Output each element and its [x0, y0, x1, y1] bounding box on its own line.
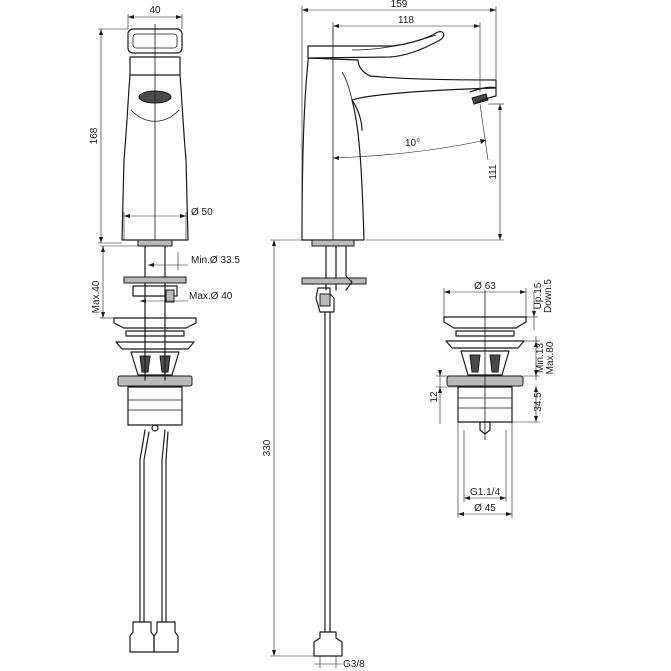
label-side-conn: G3/8	[343, 659, 365, 670]
dim-front-width-arrow-r	[176, 15, 182, 19]
front-hose-nut-right	[153, 621, 179, 653]
label-waste-min: Min.13	[535, 343, 546, 373]
front-waste-body	[127, 386, 183, 426]
dim-waste-flange-arrow-t	[438, 370, 442, 376]
label-front-diameter: Ø 50	[191, 207, 213, 218]
dim-side-spout-arrow-r	[474, 24, 480, 28]
dim-waste-dia-arrow-r	[520, 290, 526, 294]
dim-waste-body-arrow-b	[534, 416, 538, 422]
dim-front-height-arrow-t	[99, 29, 103, 35]
dim-waste-range-arrow-b	[534, 370, 538, 376]
side-spout-bottom	[351, 99, 363, 131]
dim-front-diameter-arrow-r	[180, 214, 186, 218]
label-side-angle: 10°	[405, 138, 420, 149]
dim-side-angle-arrow-l	[333, 156, 339, 160]
front-base	[137, 239, 173, 247]
front-waste-cap	[113, 317, 197, 329]
side-valve	[315, 287, 335, 313]
dim-side-angle-ray	[479, 103, 489, 161]
dim-side-total-arrow-l	[302, 8, 308, 12]
dim-side-long-arrow-t	[272, 240, 276, 246]
label-side-height: 111	[488, 164, 499, 180]
front-waste-spring	[139, 355, 171, 373]
side-shank-foot	[345, 275, 353, 291]
front-hose-right	[161, 311, 166, 623]
dim-side-height-arrow-t	[498, 104, 502, 110]
front-hose-left-2	[143, 431, 150, 623]
front-waste-neck	[125, 330, 185, 337]
label-front-height: 168	[89, 127, 100, 144]
side-lever-highlight	[351, 34, 437, 51]
dim-waste-flange-arrow-b	[438, 387, 442, 393]
dim-side-angle-arrow-r	[480, 139, 486, 144]
dim-front-minhole-arrow	[148, 263, 154, 267]
dim-side-angle-arc	[332, 139, 487, 159]
waste-flange	[445, 340, 525, 349]
side-hose-nut	[313, 631, 343, 657]
label-waste-up: Up.15	[533, 282, 544, 309]
label-waste-dia: Ø 63	[474, 281, 496, 292]
dim-side-height-arrow-b	[498, 234, 502, 240]
dim-waste-body-arrow-t	[534, 386, 538, 392]
label-front-width: 40	[149, 5, 161, 16]
front-hose-left	[139, 311, 146, 623]
dim-front-thickness-arrow-t	[101, 246, 105, 252]
side-lever	[307, 31, 445, 59]
front-waste-screw	[151, 424, 159, 432]
side-aerator	[471, 93, 489, 105]
dim-waste-stroke-arrow	[532, 311, 536, 317]
dim-front-height-arrow-b	[99, 237, 103, 243]
label-side-spout: 118	[398, 15, 414, 26]
label-waste-body: 34.5	[533, 392, 544, 412]
label-waste-flange: 12	[429, 391, 440, 403]
dim-front-width-arrow-l	[128, 15, 134, 19]
waste-tail	[479, 421, 491, 435]
dim-front-diameter-arrow-l	[124, 214, 130, 218]
side-body-shade	[341, 71, 353, 101]
front-hose-nut-left	[129, 621, 155, 653]
side-valve-nut	[319, 293, 331, 307]
front-waste-basket	[130, 351, 180, 376]
dim-waste-thread-arrow-l	[464, 496, 470, 500]
dim-side-total-arrow-r	[490, 8, 496, 12]
label-waste-max: Max.80	[545, 341, 556, 374]
front-nut-stud	[165, 289, 175, 303]
waste-detail: Ø 63 Up.15 Down.5 Min.13 Max.80 34.5 12	[429, 279, 556, 518]
dim-side-long-arrow-b	[272, 650, 276, 656]
waste-basket	[460, 350, 510, 376]
side-view: 159 118 10° 111 330 G3/8	[262, 0, 504, 670]
front-nut	[132, 285, 178, 297]
label-side-total: 159	[391, 0, 408, 10]
side-spout-tip	[469, 86, 497, 105]
label-front-minhole: Min.Ø 33.5	[191, 255, 240, 266]
label-waste-thread: G1.1/4	[470, 487, 500, 498]
side-body	[301, 57, 497, 241]
front-washer	[123, 276, 187, 284]
label-waste-bodydia: Ø 45	[474, 503, 496, 514]
label-waste-down: Down.5	[543, 279, 554, 313]
dim-side-spout-arrow-l	[333, 24, 339, 28]
side-base	[311, 239, 355, 247]
front-hose-right-2	[165, 431, 169, 623]
dim-waste-dia-arrow-l	[444, 290, 450, 294]
label-front-maxhole: Max.Ø 40	[189, 291, 233, 302]
dim-front-thickness-arrow-b	[101, 312, 105, 318]
waste-spring	[469, 354, 501, 373]
front-waste-ring	[117, 375, 193, 387]
label-side-long: 330	[262, 439, 273, 456]
dim-waste-bodydia-arrow-l	[458, 512, 464, 516]
dim-waste-range-arrow-t	[534, 341, 538, 347]
front-waste-flange	[115, 341, 195, 350]
dim-waste-bodydia-arrow-r	[506, 512, 512, 516]
side-washer	[301, 277, 367, 285]
label-front-thickness: Max.40	[91, 280, 102, 313]
dim-waste-thread-arrow-r	[500, 496, 506, 500]
dim-front-maxhole-arrow	[140, 299, 146, 303]
front-view: 40 168 Ø 50 Min.Ø 33.5 Max.Ø 40 Max.40	[89, 5, 240, 653]
